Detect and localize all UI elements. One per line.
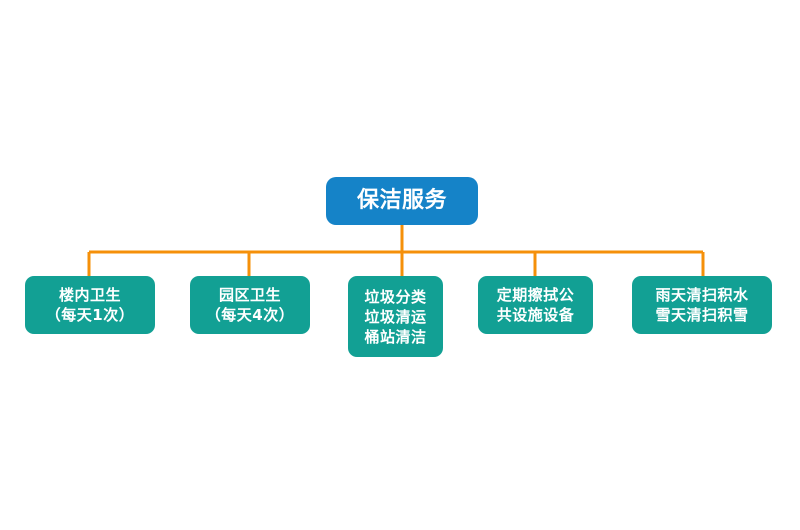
node-root[interactable]: 保洁服务	[326, 177, 478, 225]
node-child-2-line-3: 桶站清洁	[364, 327, 427, 346]
node-child-2-line-2: 垃圾清运	[364, 307, 427, 326]
node-child-4-line-2: 雪天清扫积雪	[655, 306, 749, 324]
node-child-0-line-2: （每天1次）	[45, 306, 135, 324]
node-child-0-line-1: 楼内卫生	[58, 286, 121, 304]
node-child-4-line-1: 雨天清扫积水	[655, 286, 749, 304]
node-child-facility-wiping[interactable]: 定期擦拭公 共设施设备	[478, 276, 593, 334]
node-child-building-hygiene[interactable]: 楼内卫生 （每天1次）	[25, 276, 155, 334]
node-child-waste-management[interactable]: 垃圾分类 垃圾清运 桶站清洁	[348, 276, 443, 357]
node-root-label: 保洁服务	[356, 188, 447, 213]
node-child-2-line-1: 垃圾分类	[364, 287, 427, 306]
node-child-3-line-1: 定期擦拭公	[496, 286, 575, 304]
node-child-1-line-1: 园区卫生	[218, 286, 281, 304]
node-child-1-line-2: （每天4次）	[205, 306, 295, 324]
node-child-weather-cleanup[interactable]: 雨天清扫积水 雪天清扫积雪	[632, 276, 772, 334]
node-child-3-line-2: 共设施设备	[496, 306, 575, 324]
node-child-campus-hygiene[interactable]: 园区卫生 （每天4次）	[190, 276, 310, 334]
